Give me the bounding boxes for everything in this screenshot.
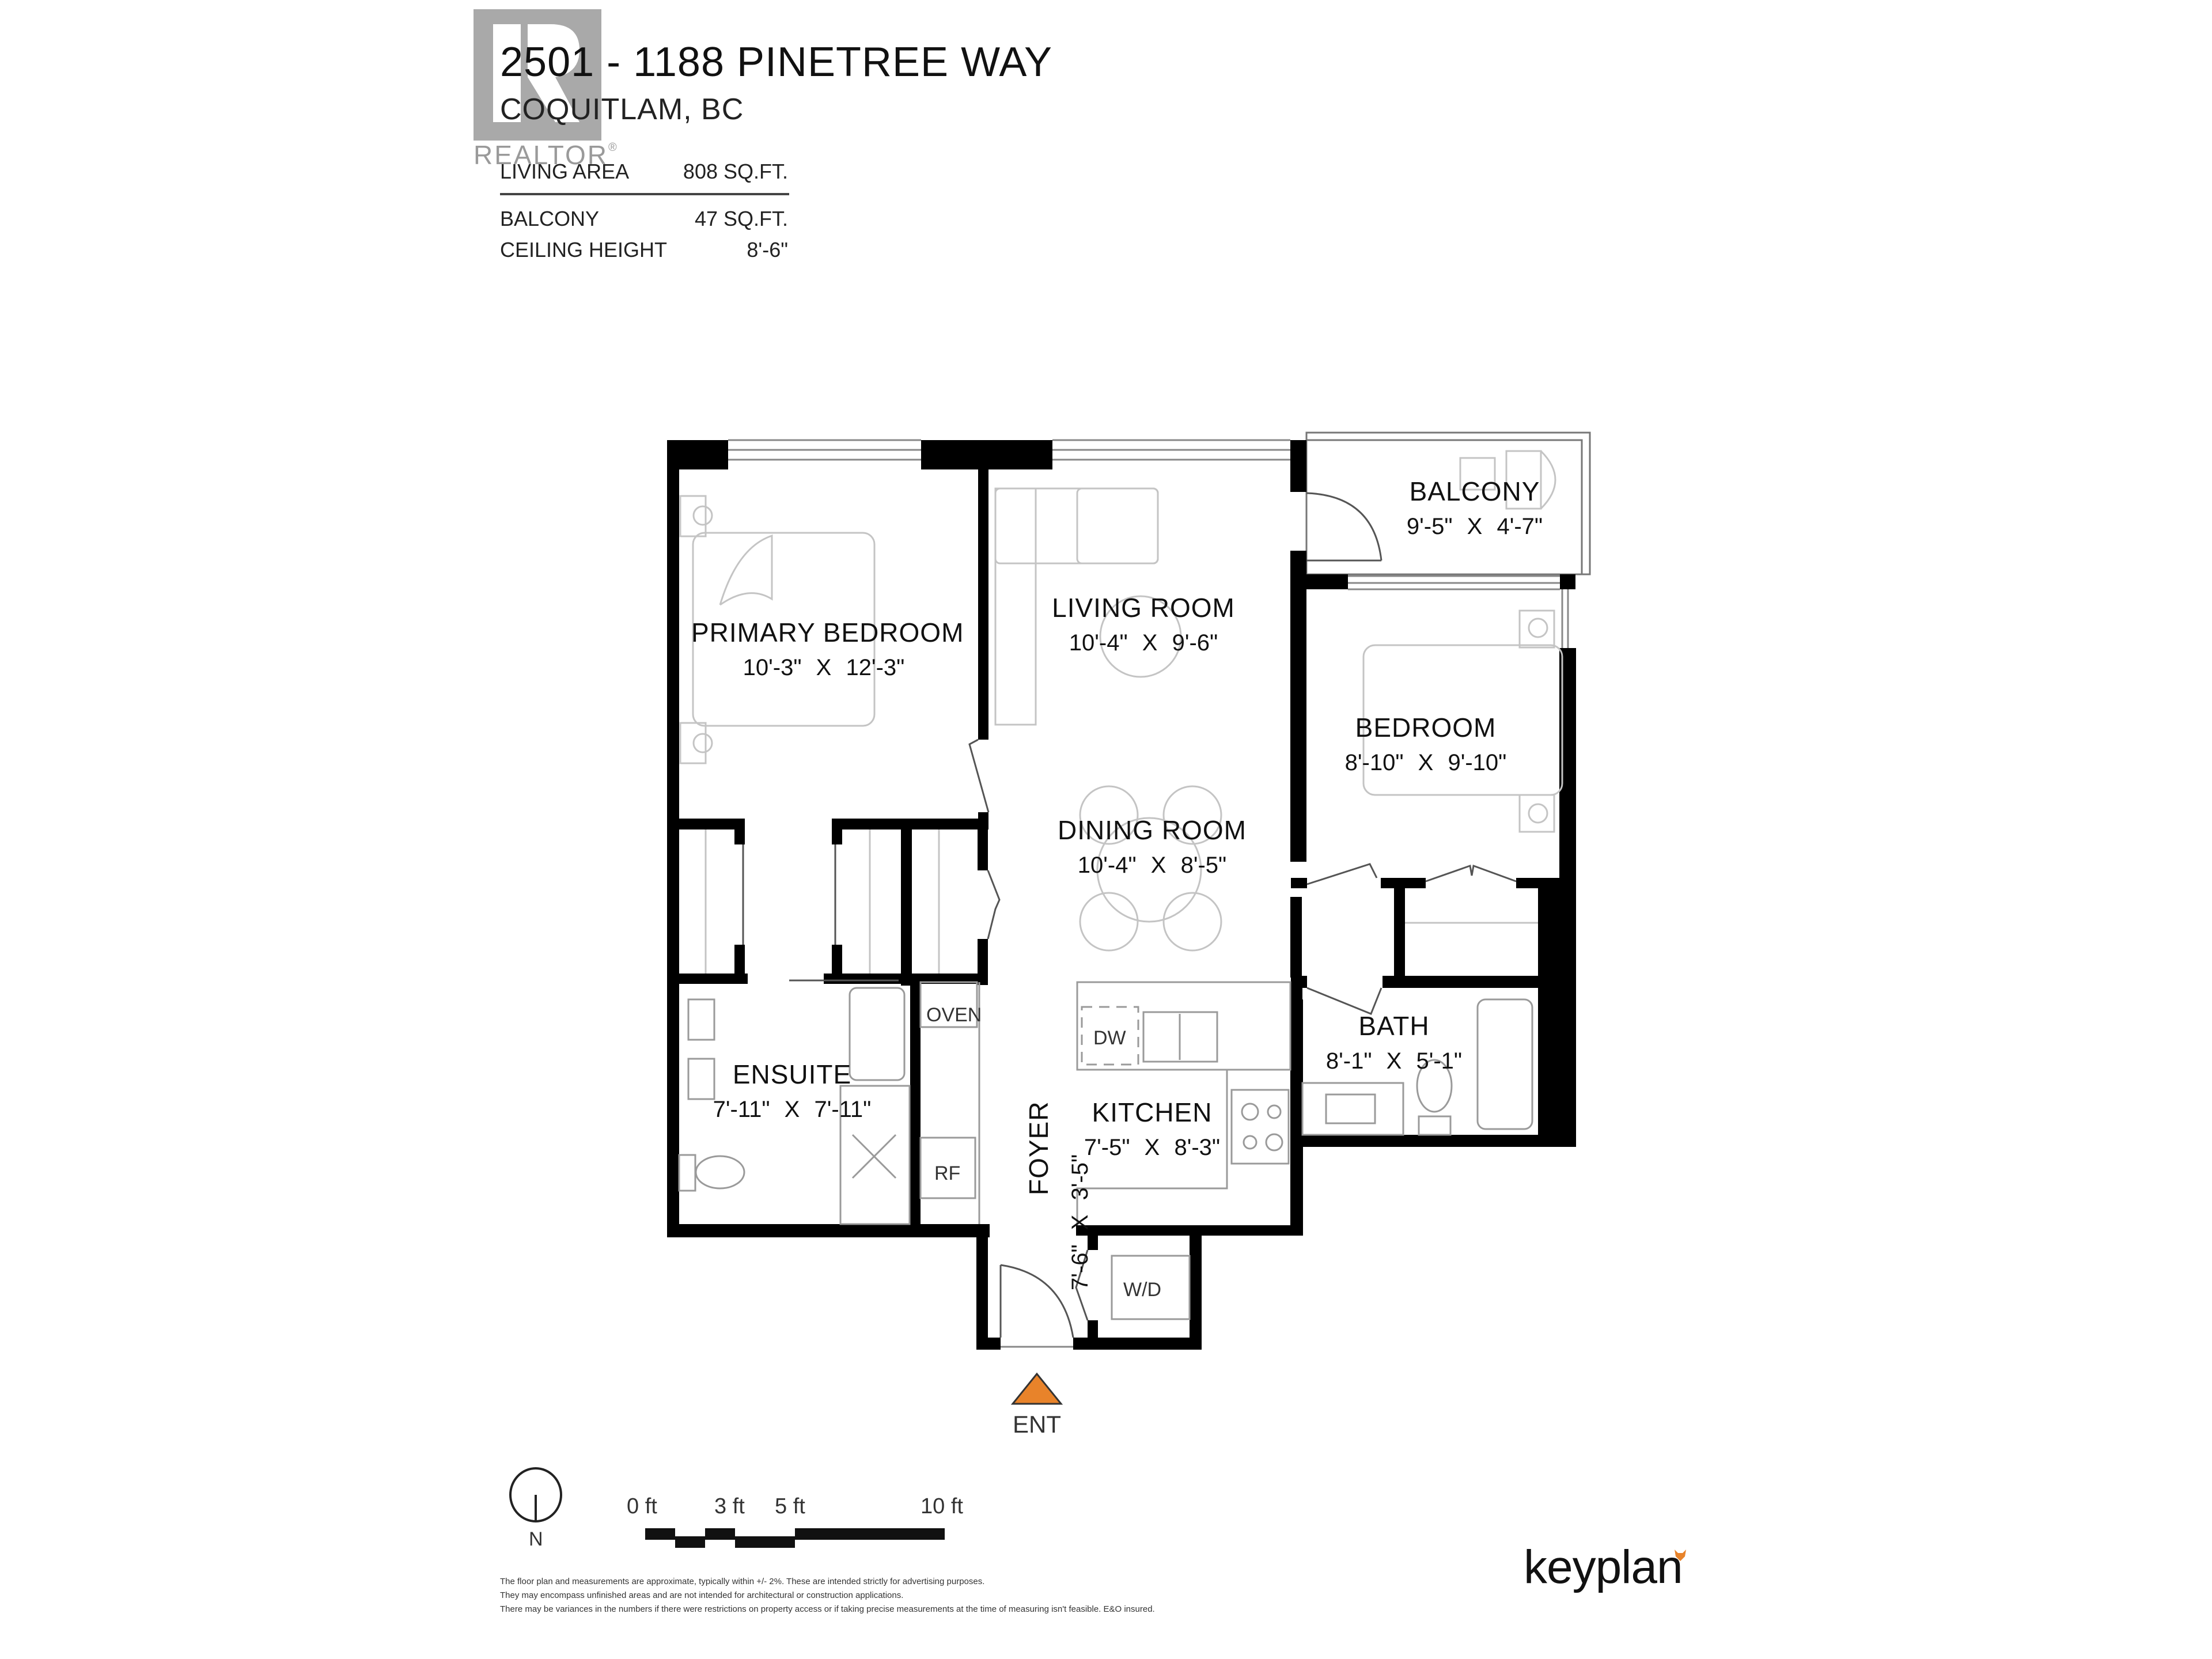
- refrigerator-label: RF: [934, 1162, 961, 1184]
- fox-icon: [1675, 1550, 1686, 1561]
- spec-label: BALCONY: [500, 207, 600, 230]
- scale-bar: [645, 1528, 945, 1548]
- room-name: LIVING ROOM: [1052, 593, 1235, 623]
- room-dims: 10'-4" X 8'-5": [1077, 853, 1227, 878]
- furniture: [679, 450, 1563, 974]
- fixtures: [678, 981, 1533, 1320]
- room-name: ENSUITE: [732, 1059, 852, 1089]
- room-name: BATH: [1358, 1011, 1430, 1041]
- room-bedroom: BEDROOM 8'-10" X 9'-10": [1331, 714, 1521, 774]
- disclaimer-line-3: There may be variances in the numbers if…: [500, 1604, 1155, 1614]
- spec-divider: [500, 193, 789, 195]
- room-ensuite: ENSUITE 7'-11" X 7'-11": [703, 1061, 881, 1121]
- spec-balcony: BALCONY 47 SQ.FT.: [500, 209, 788, 229]
- room-dining-room: DINING ROOM 10'-4" X 8'-5": [1031, 817, 1273, 877]
- spec-ceiling-height: CEILING HEIGHT 8'-6": [500, 240, 788, 260]
- spec-value: 808 SQ.FT.: [683, 160, 788, 183]
- scale-tick-10: 10 ft: [921, 1494, 963, 1518]
- washer-dryer-label: W/D: [1123, 1279, 1162, 1301]
- room-dims: 7'-5" X 8'-3": [1084, 1135, 1221, 1160]
- balcony-outline: [1305, 431, 1591, 575]
- oven-label: OVEN: [926, 1004, 982, 1026]
- room-name: BALCONY: [1409, 476, 1540, 506]
- disclaimer-line-1: The floor plan and measurements are appr…: [500, 1577, 985, 1586]
- windows: [728, 439, 1569, 1348]
- room-living-room: LIVING ROOM 10'-4" X 9'-6": [1014, 594, 1273, 654]
- dishwasher-label: DW: [1093, 1027, 1126, 1049]
- entrance-marker-icon: [1010, 1372, 1063, 1405]
- room-dims: 9'-5" X 4'-7": [1406, 514, 1543, 539]
- compass-north-label: N: [529, 1528, 543, 1550]
- room-dims: 10'-4" X 9'-6": [1069, 630, 1218, 656]
- room-name: BEDROOM: [1355, 713, 1497, 743]
- room-kitchen: KITCHEN 7'-5" X 8'-3": [1069, 1099, 1236, 1159]
- scale-tick-5: 5 ft: [775, 1494, 805, 1518]
- room-foyer: FOYER: [1024, 1101, 1054, 1195]
- room-dims: 8'-1" X 5'-1": [1325, 1048, 1463, 1074]
- keyplan-logo: keyplan: [1524, 1541, 1683, 1593]
- north-compass-icon: [509, 1467, 562, 1522]
- scale-tick-0: 0 ft: [627, 1494, 657, 1518]
- doors: [742, 492, 1517, 1338]
- room-name: FOYER: [1024, 1101, 1054, 1195]
- room-name: DINING ROOM: [1058, 815, 1247, 845]
- room-dims: 8'-10" X 9'-10": [1344, 750, 1507, 775]
- room-primary-bedroom: PRIMARY BEDROOM 10'-3" X 12'-3": [691, 618, 964, 680]
- room-dims: 7'-11" X 7'-11": [713, 1097, 872, 1122]
- property-address: 2501 - 1188 PINETREE WAY: [500, 39, 1053, 85]
- spec-value: 47 SQ.FT.: [694, 207, 788, 230]
- room-balcony: BALCONY 9'-5" X 4'-7": [1388, 478, 1561, 538]
- spec-label: CEILING HEIGHT: [500, 238, 668, 262]
- spec-living-area: LIVING AREA 808 SQ.FT.: [500, 161, 788, 182]
- realtor-wordmark: REALTOR®: [474, 140, 619, 170]
- disclaimer-line-2: They may encompass unfinished areas and …: [500, 1590, 904, 1600]
- spec-label: LIVING AREA: [500, 160, 630, 183]
- room-name: PRIMARY BEDROOM: [691, 618, 964, 647]
- scale-tick-3: 3 ft: [714, 1494, 745, 1518]
- room-dims: 10'-3" X 12'-3": [743, 655, 905, 680]
- realtor-r-icon: [493, 24, 579, 122]
- spec-value: 8'-6": [747, 238, 788, 262]
- room-bath: BATH 8'-1" X 5'-1": [1308, 1013, 1480, 1073]
- room-foyer-dims: 7'-6" X 3'-5": [1067, 1154, 1093, 1290]
- room-name: KITCHEN: [1092, 1097, 1213, 1127]
- walls: [667, 440, 1576, 1350]
- entrance-label: ENT: [1013, 1411, 1061, 1438]
- property-city: COQUITLAM, BC: [500, 93, 744, 126]
